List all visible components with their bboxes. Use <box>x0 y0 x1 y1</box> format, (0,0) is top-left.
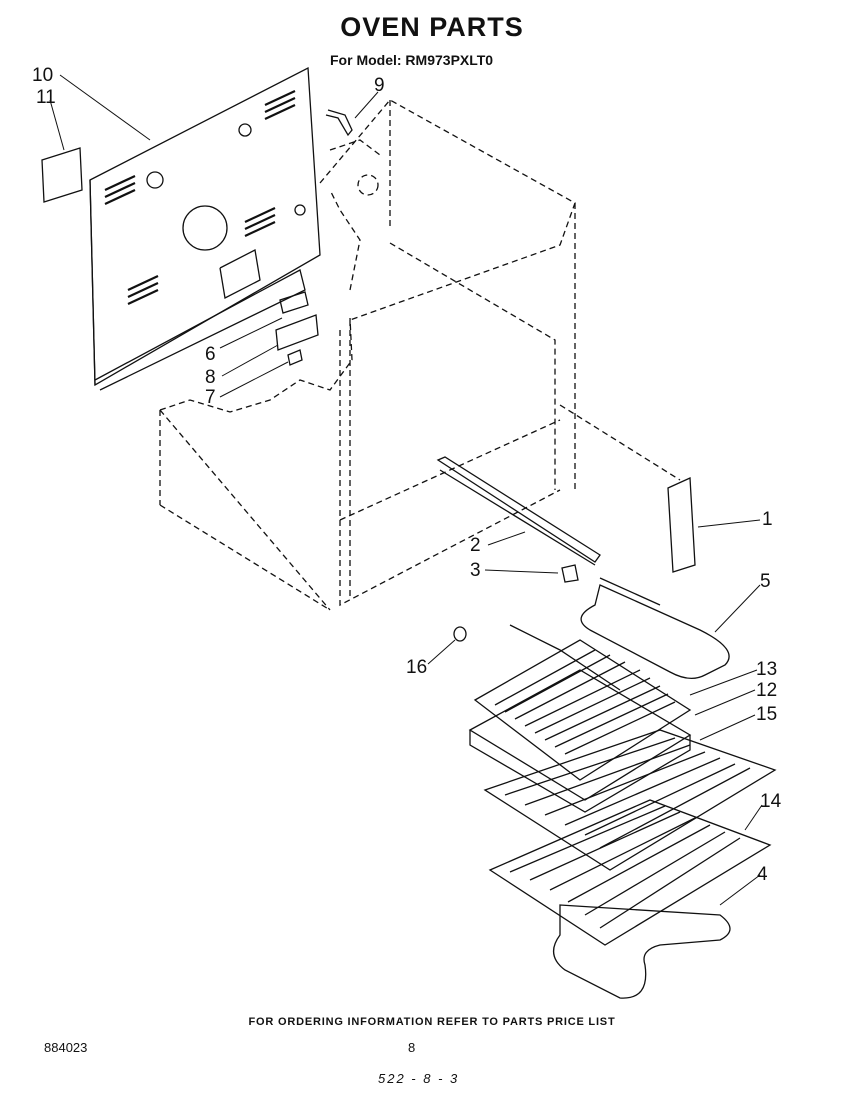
callout-1: 1 <box>762 509 773 530</box>
callout-9: 9 <box>374 75 385 96</box>
oven-cavity-outline <box>159 99 681 611</box>
clip-part-7 <box>287 349 303 366</box>
ordering-note: FOR ORDERING INFORMATION REFER TO PARTS … <box>248 1016 616 1028</box>
terminal-block-part-6 <box>279 291 309 314</box>
callout-16: 16 <box>406 657 428 678</box>
broil-element-part-5 <box>509 577 730 691</box>
callout-13: 13 <box>756 659 778 680</box>
callout-14: 14 <box>760 791 782 812</box>
bracket-part-11 <box>41 147 83 203</box>
broiler-grid-part-13 <box>473 639 692 781</box>
clip-part-9 <box>325 109 353 137</box>
oven-back-panel-part-10 <box>89 66 321 391</box>
callout-8: 8 <box>205 367 216 388</box>
page-title: OVEN PARTS <box>340 12 524 42</box>
callout-2: 2 <box>470 535 481 556</box>
callout-11: 11 <box>36 87 56 108</box>
callout-15: 15 <box>756 704 778 725</box>
knob-part-16 <box>453 626 467 642</box>
bracket-part-1 <box>667 477 696 573</box>
bake-element-part-4 <box>553 904 731 999</box>
callout-7: 7 <box>205 387 216 408</box>
callout-3: 3 <box>470 560 481 581</box>
broiler-pan-part-12 <box>468 669 692 813</box>
oven-rack-part-15 <box>483 729 777 871</box>
callout-5: 5 <box>760 571 771 592</box>
rail-part-2 <box>436 456 601 563</box>
callout-4: 4 <box>757 864 768 885</box>
clip-part-3 <box>561 564 579 583</box>
callout-12: 12 <box>756 680 778 701</box>
page-number: 8 <box>408 1040 416 1055</box>
model-subtitle: For Model: RM973PXLT0 <box>330 52 494 68</box>
callout-6: 6 <box>205 344 216 365</box>
date-stamp: 522 - 8 - 3 <box>378 1071 460 1086</box>
cover-part-8 <box>275 314 319 351</box>
document-number: 884023 <box>44 1040 88 1055</box>
leader-lines <box>49 74 763 906</box>
oven-rack-part-14 <box>488 799 772 946</box>
callout-10: 10 <box>32 65 54 86</box>
